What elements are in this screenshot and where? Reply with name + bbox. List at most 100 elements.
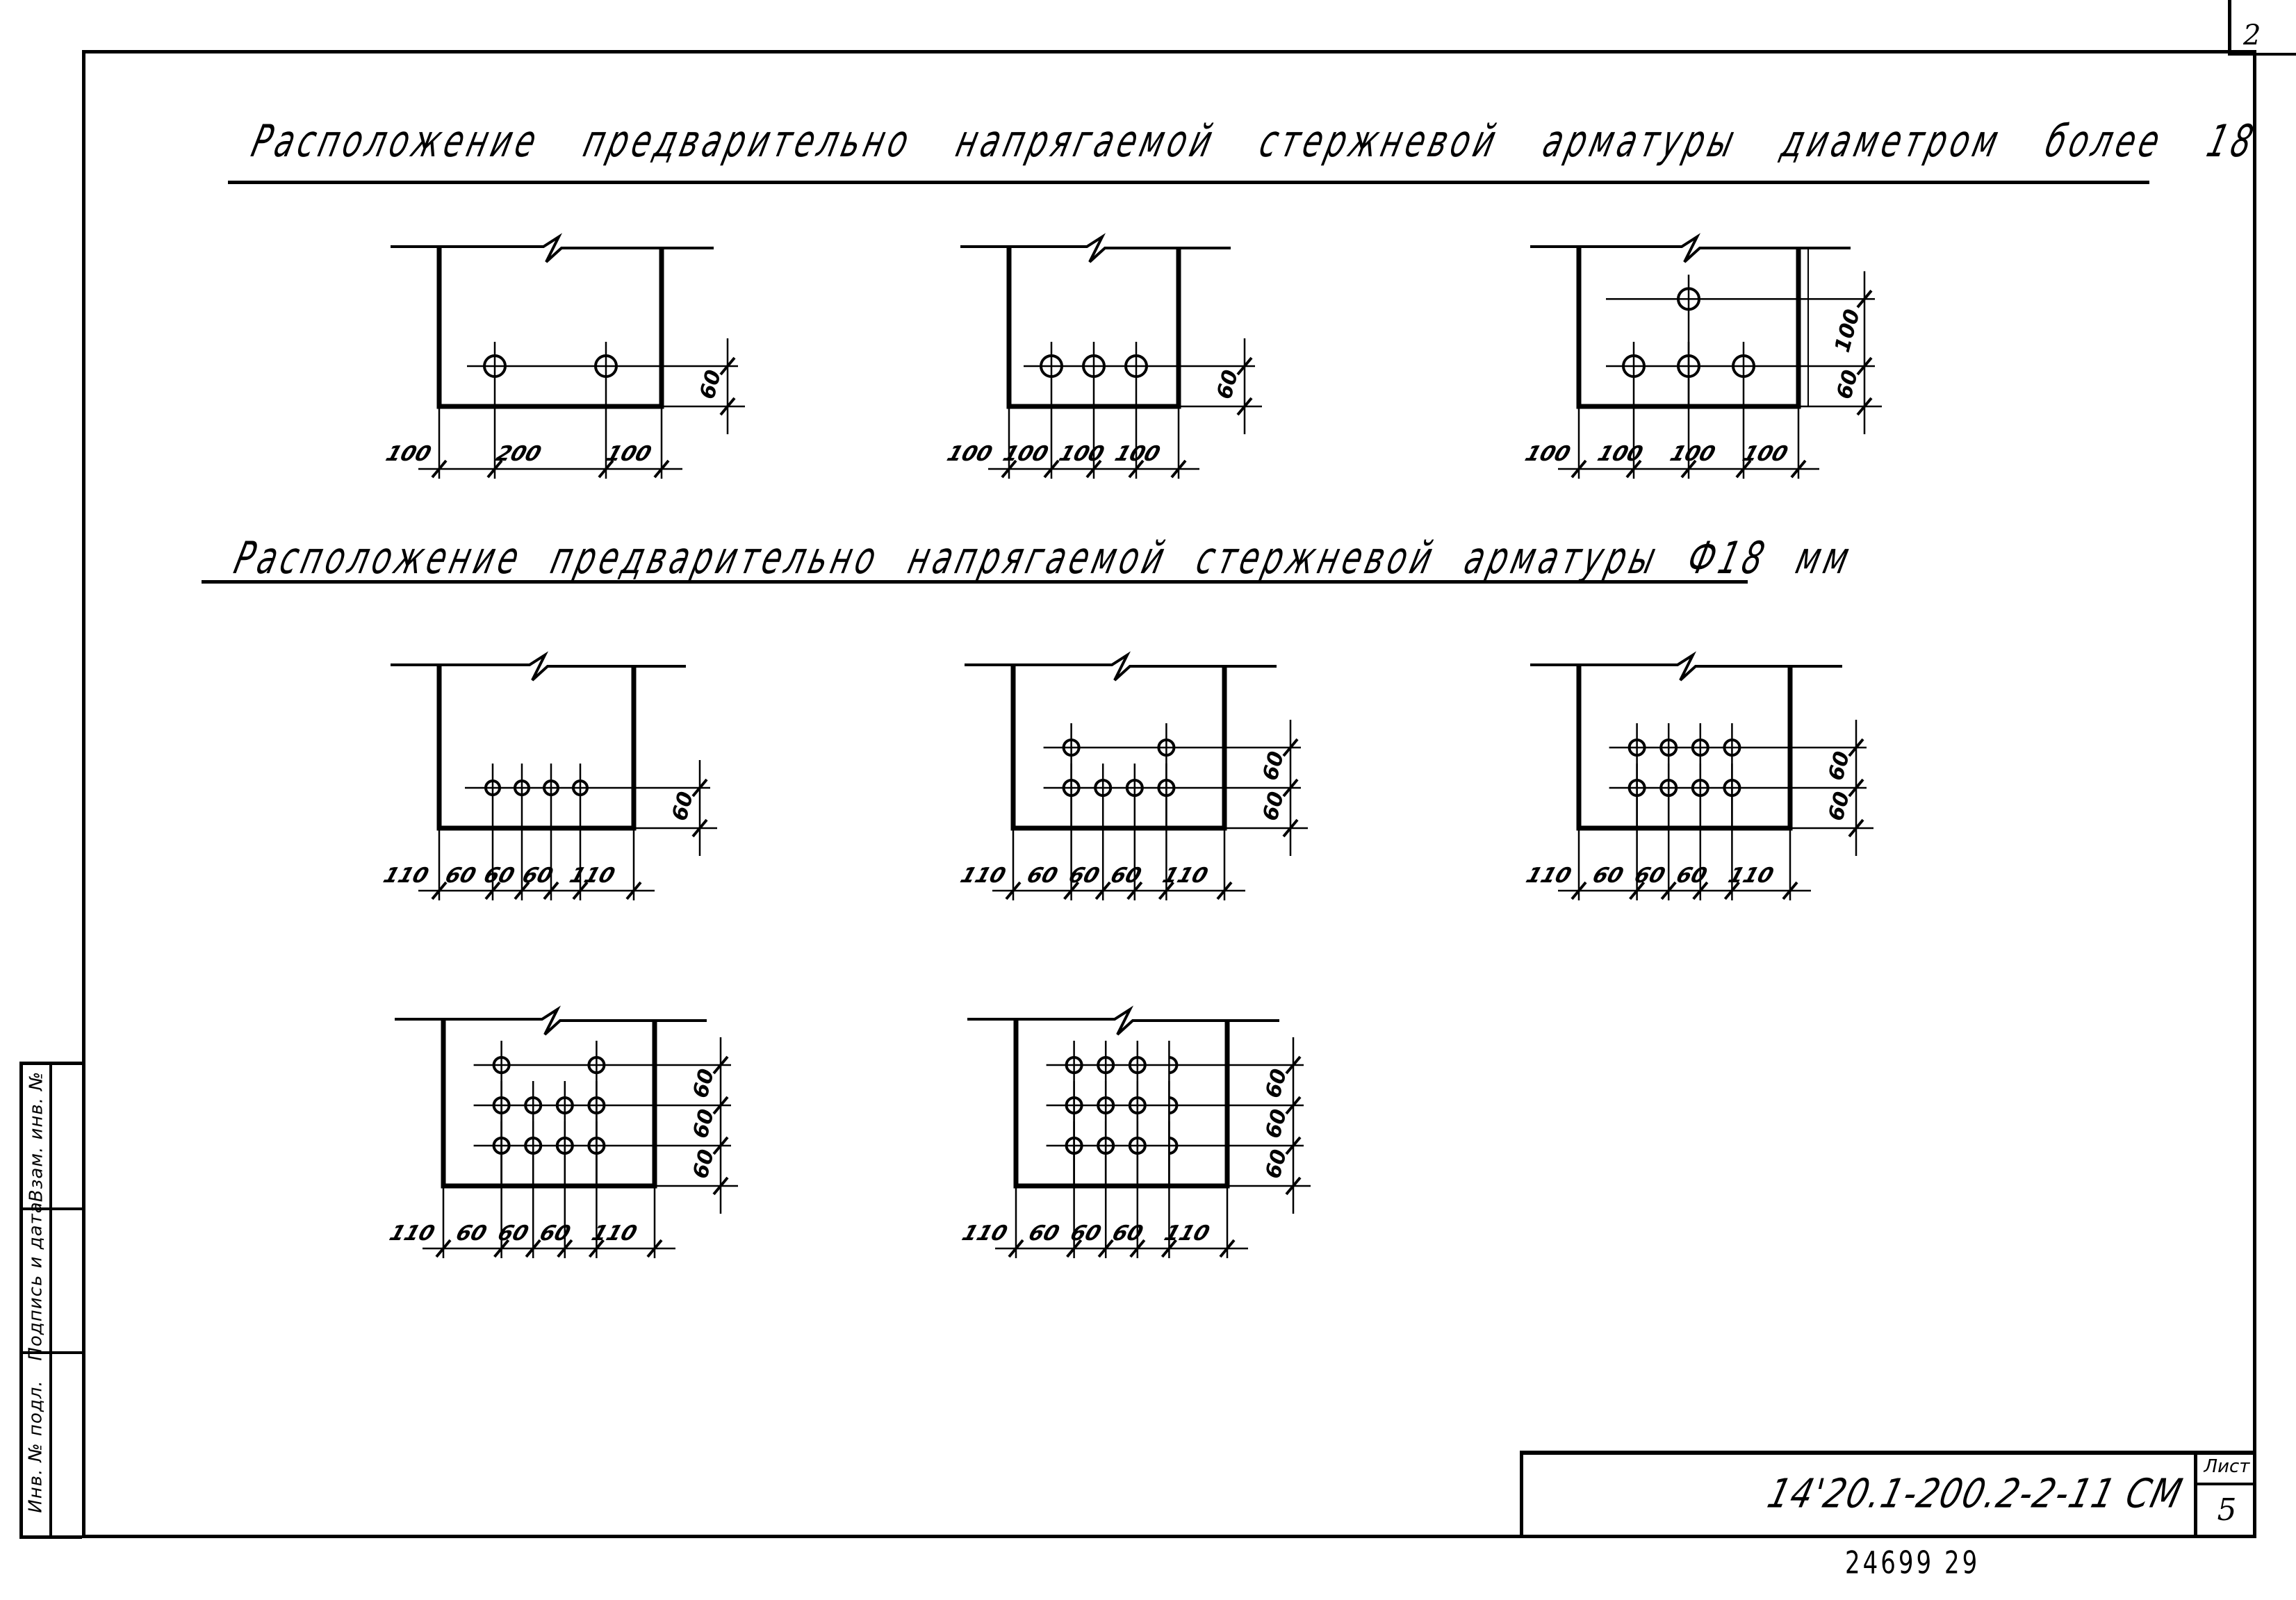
heading-underline (202, 580, 1748, 584)
svg-text:110: 110 (589, 1221, 640, 1246)
svg-text:110: 110 (566, 864, 618, 888)
stamp-cell-original-inv: Инв. № подл. (23, 1354, 52, 1539)
svg-text:60: 60 (689, 1107, 720, 1141)
svg-text:60: 60 (1824, 749, 1855, 783)
rebar-bar-icon (1723, 739, 1741, 757)
svg-text:60: 60 (1024, 864, 1060, 888)
document-code: 14'20.1-200.2-2-11 СМ (1763, 1470, 2188, 1517)
svg-text:110: 110 (959, 1221, 1010, 1246)
svg-text:100: 100 (603, 442, 655, 466)
svg-text:100: 100 (1830, 306, 1865, 355)
section-heading-rebar-18mm: Расположение предварительно напрягаемой … (229, 533, 1859, 584)
sheet-number: 5 (2217, 1492, 2237, 1528)
rebar-bar-icon (1157, 739, 1176, 757)
sheet-number-column: Лист 5 (2194, 1451, 2256, 1538)
svg-text:60: 60 (1067, 1221, 1104, 1246)
rebar-bar-icon (1677, 287, 1700, 311)
sheet-label: Лист (2197, 1451, 2256, 1485)
frame-corner-tick (2228, 0, 2231, 56)
svg-text:100: 100 (1112, 442, 1163, 466)
svg-text:60: 60 (495, 1221, 532, 1246)
rebar-bar-icon (555, 1096, 574, 1114)
stamp-divider (23, 1207, 82, 1210)
rebar-bar-icon (543, 780, 559, 796)
svg-text:60: 60 (1832, 368, 1864, 402)
svg-text:60: 60 (1026, 1221, 1063, 1246)
svg-text:60: 60 (689, 1066, 720, 1100)
rebar-bar-icon (484, 780, 501, 796)
svg-text:60: 60 (453, 1221, 490, 1246)
rebar-bar-icon (1691, 739, 1709, 757)
svg-text:110: 110 (1523, 864, 1575, 888)
rebar-bar-icon (1128, 1056, 1147, 1074)
svg-text:100: 100 (1000, 442, 1051, 466)
svg-text:100: 100 (383, 442, 434, 466)
svg-text:60: 60 (689, 1147, 720, 1181)
svg-text:110: 110 (1161, 1221, 1213, 1246)
rebar-bar-icon (1094, 779, 1113, 797)
rebar-bar-icon (1124, 354, 1148, 378)
rebar-bar-icon (594, 354, 618, 378)
stamp-cell-replacement-inv: Взам. инв. № (23, 1065, 52, 1207)
svg-text:60: 60 (481, 864, 518, 888)
title-block: 14'20.1-200.2-2-11 СМ Лист 5 (1520, 1451, 2256, 1538)
svg-text:60: 60 (1258, 749, 1290, 783)
stamp-divider (23, 1351, 82, 1354)
rebar-bar-icon (1097, 1056, 1115, 1074)
svg-text:60: 60 (1824, 789, 1855, 823)
rebar-bar-icon (1125, 779, 1144, 797)
svg-text:60: 60 (696, 368, 727, 402)
archive-number: 24699 29 (1845, 1545, 1981, 1581)
svg-text:100: 100 (944, 442, 995, 466)
rebar-bar-icon (483, 354, 507, 378)
beam-section-diagram: 100 200 100 60 (383, 233, 745, 479)
rebar-bar-icon (492, 1056, 511, 1074)
rebar-bar-icon (1040, 354, 1063, 378)
svg-text:100: 100 (1739, 442, 1791, 466)
rebar-bar-icon (1062, 739, 1081, 757)
side-stamp: Взам. инв. № Подпись и дата Инв. № подл. (19, 1062, 82, 1539)
svg-text:60: 60 (1258, 789, 1290, 823)
svg-text:60: 60 (1261, 1066, 1293, 1100)
svg-text:60: 60 (1261, 1107, 1293, 1141)
svg-text:100: 100 (1056, 442, 1107, 466)
svg-text:60: 60 (1109, 1221, 1146, 1246)
beam-section-diagram: 100 100 100 100 60 100 (1522, 233, 1882, 479)
svg-text:60: 60 (536, 1221, 573, 1246)
svg-text:110: 110 (380, 864, 432, 888)
svg-text:100: 100 (1595, 442, 1646, 466)
svg-text:60: 60 (1589, 864, 1626, 888)
svg-text:100: 100 (1522, 442, 1573, 466)
rebar-bar-icon (1065, 1056, 1083, 1074)
rebar-bar-icon (1082, 354, 1106, 378)
frame-corner-tick-horizontal (2228, 53, 2296, 56)
svg-text:100: 100 (1667, 442, 1719, 466)
rebar-bar-icon (587, 1056, 606, 1074)
stamp-label: Взам. инв. № (26, 1071, 47, 1202)
section-heading-rebar-over-18mm: Расположение предварительно напрягаемой … (247, 116, 2296, 167)
svg-text:200: 200 (493, 442, 544, 466)
svg-text:60: 60 (668, 789, 699, 823)
svg-text:60: 60 (442, 864, 479, 888)
rebar-bar-icon (1732, 354, 1755, 378)
drawing-frame (82, 50, 2256, 1538)
corner-mark-number: 2 (2243, 19, 2261, 51)
rebar-bar-icon (1659, 739, 1678, 757)
stamp-cell-signature-date: Подпись и дата (23, 1201, 52, 1360)
rebar-bar-icon (572, 780, 589, 796)
svg-text:60: 60 (1213, 368, 1244, 402)
svg-text:60: 60 (1261, 1147, 1293, 1181)
svg-text:110: 110 (1160, 864, 1211, 888)
stamp-label: Подпись и дата (26, 1201, 47, 1361)
heading-underline (228, 181, 2149, 184)
svg-text:110: 110 (958, 864, 1009, 888)
stamp-label: Инв. № подл. (26, 1380, 47, 1513)
svg-text:110: 110 (386, 1221, 438, 1246)
svg-text:110: 110 (1725, 864, 1777, 888)
rebar-bar-icon (1627, 739, 1646, 757)
